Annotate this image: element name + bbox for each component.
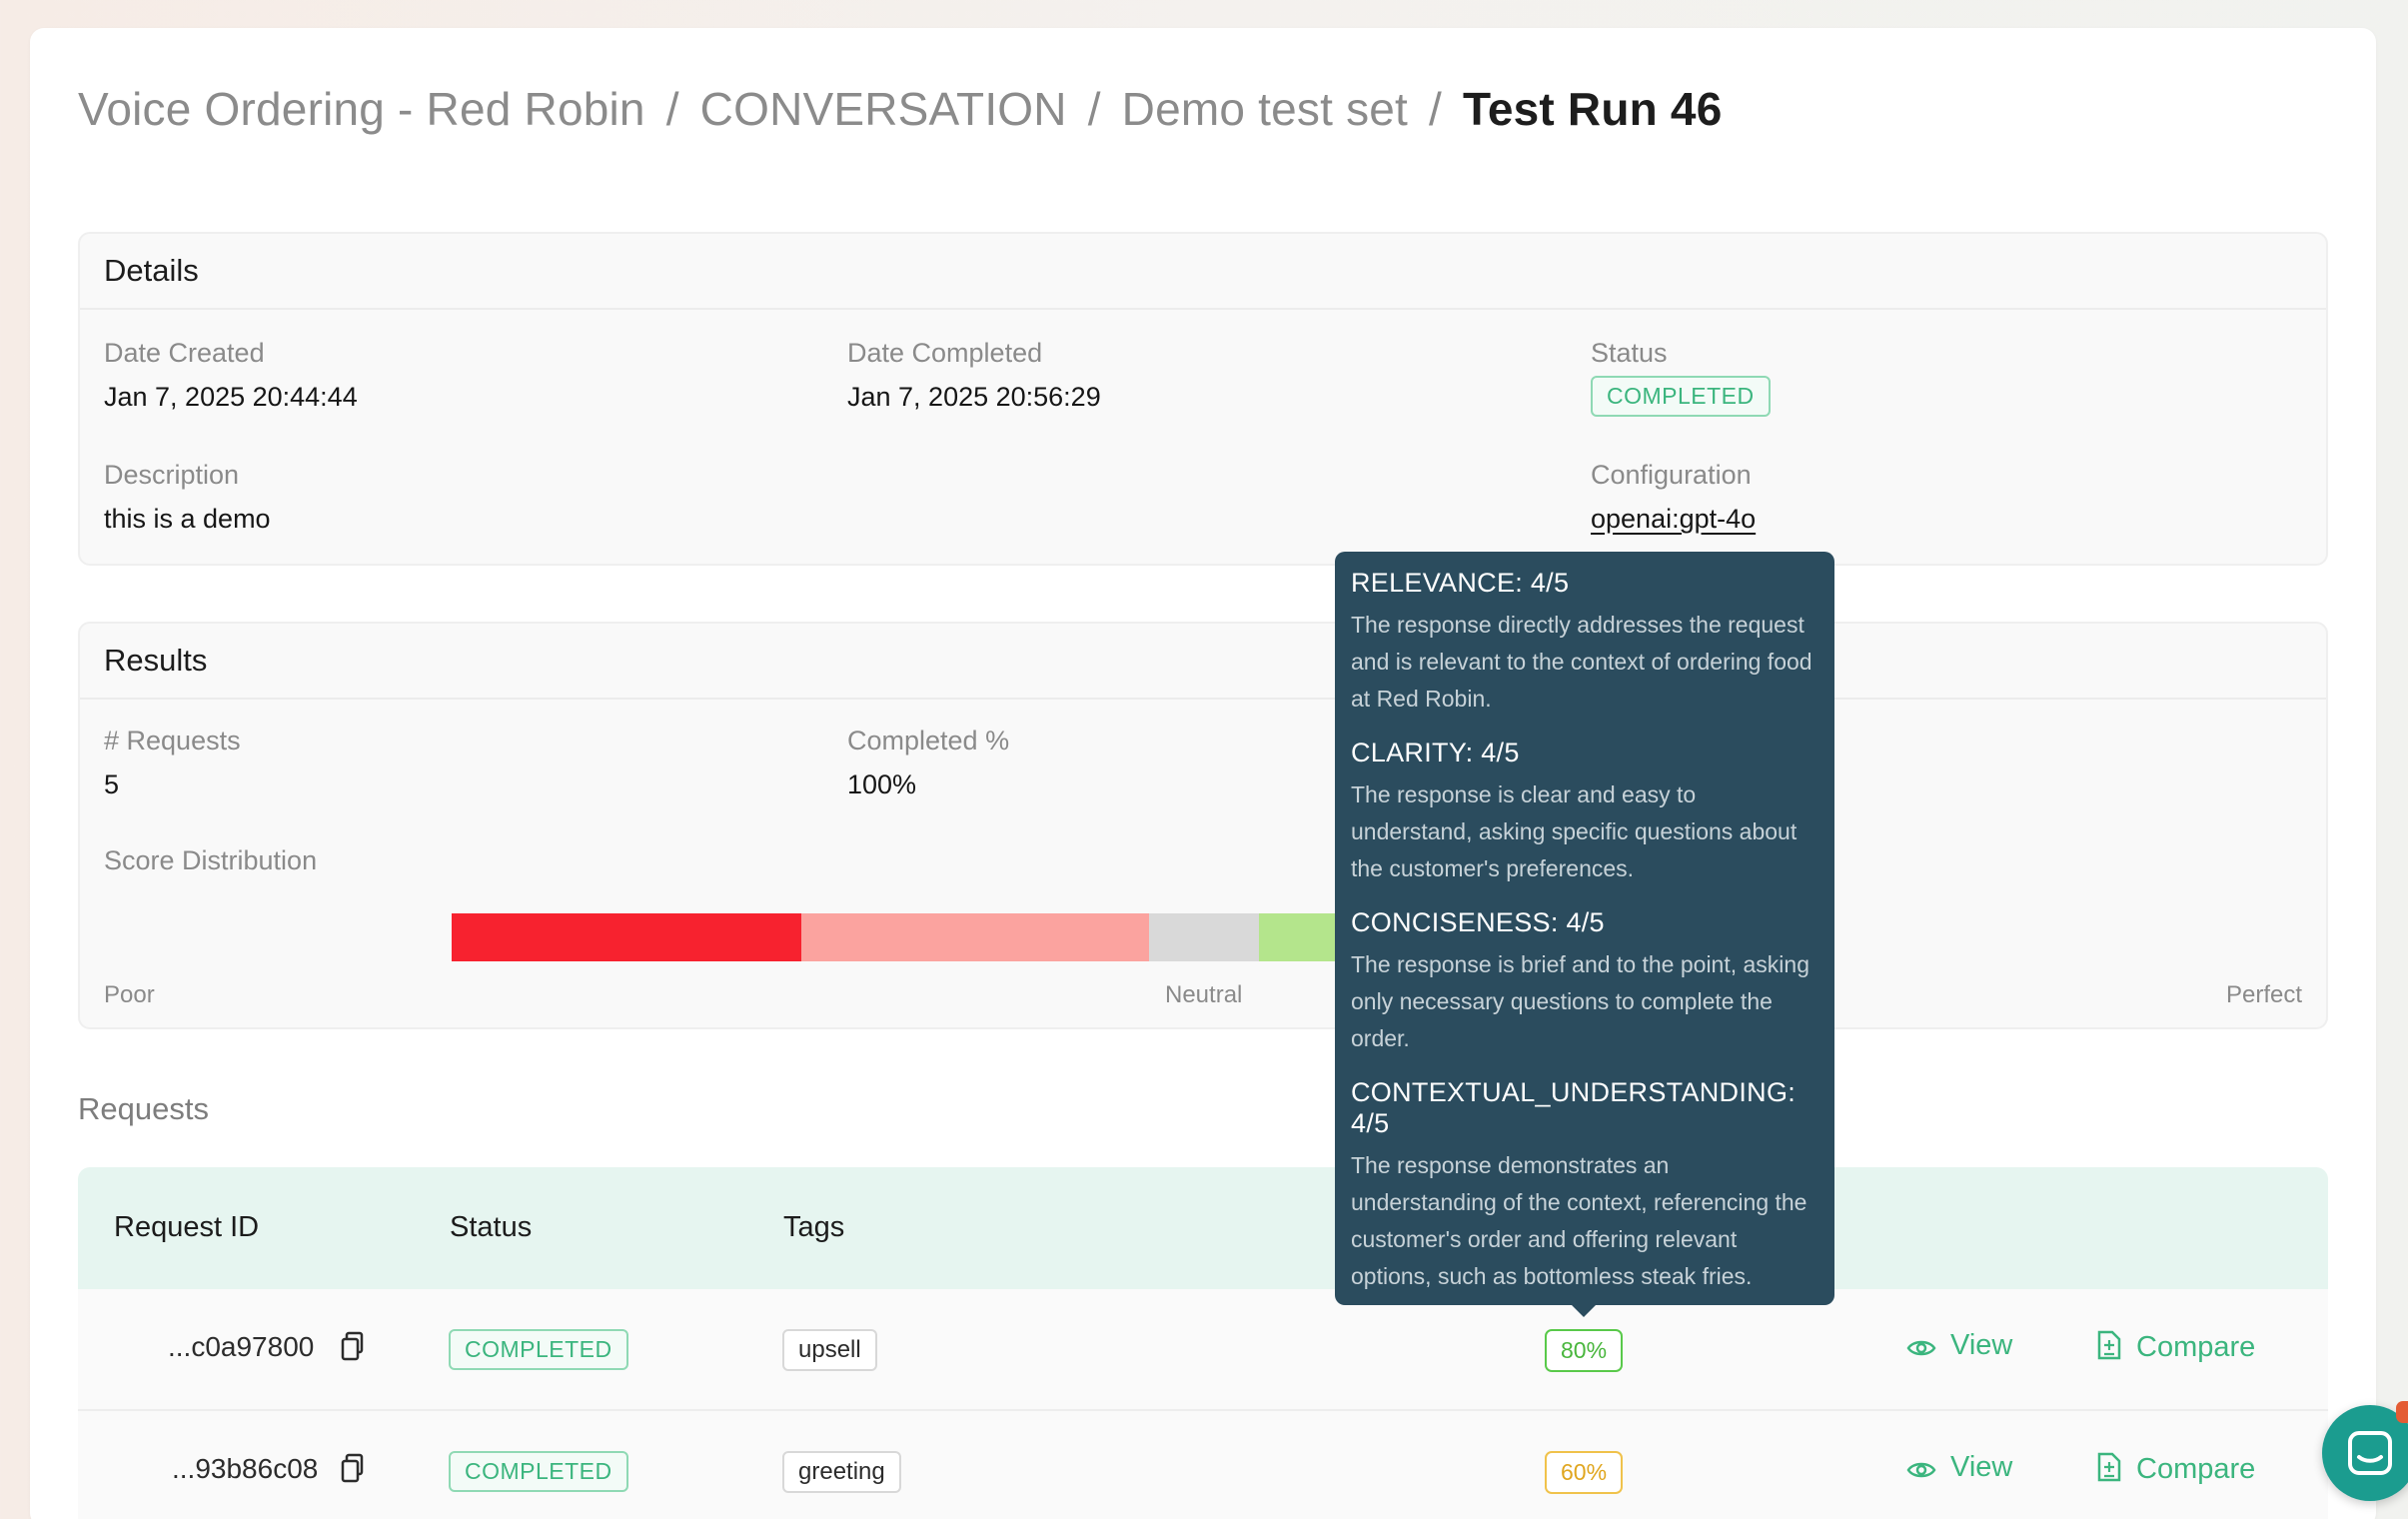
- details-title: Details: [80, 234, 2326, 310]
- tooltip-item: CLARITY: 4/5 The response is clear and e…: [1351, 738, 1818, 887]
- eye-icon: [1906, 1462, 1936, 1478]
- view-label: View: [1950, 1451, 2013, 1483]
- compare-label: Compare: [2136, 1331, 2256, 1363]
- tooltip-item-title: CONCISENESS: 4/5: [1351, 907, 1605, 937]
- breadcrumb-separator: /: [1087, 83, 1101, 135]
- distribution-segment-below: [801, 913, 1149, 961]
- view-button[interactable]: View: [1906, 1329, 2012, 1362]
- score-badge[interactable]: 80%: [1545, 1329, 1624, 1372]
- date-completed-label: Date Completed: [847, 338, 1043, 368]
- tooltip-item-title: RELEVANCE: 4/5: [1351, 568, 1570, 598]
- eye-icon: [1906, 1340, 1936, 1356]
- scale-poor-label: Poor: [104, 981, 155, 1008]
- compare-document-icon: [2097, 1452, 2121, 1482]
- score-distribution-label: Score Distribution: [104, 845, 318, 875]
- breadcrumb-separator: /: [665, 83, 679, 135]
- view-label: View: [1950, 1329, 2013, 1361]
- status-badge: COMPLETED: [449, 1329, 628, 1370]
- copy-icon[interactable]: [340, 1453, 366, 1483]
- chat-widget-button[interactable]: [2322, 1405, 2408, 1501]
- completed-percent-value: 100%: [847, 769, 917, 799]
- date-completed-value: Jan 7, 2025 20:56:29: [847, 382, 1101, 412]
- page-title: Test Run 46: [1462, 83, 1723, 135]
- copy-icon[interactable]: [340, 1331, 366, 1361]
- compare-button[interactable]: Compare: [2096, 1329, 2255, 1364]
- requests-count-value: 5: [104, 769, 120, 799]
- results-title: Results: [80, 624, 2326, 700]
- breadcrumb-project[interactable]: Voice Ordering - Red Robin: [78, 83, 645, 135]
- request-id: ...93b86c08: [172, 1453, 319, 1484]
- distribution-segment-neutral: [1149, 913, 1259, 961]
- tooltip-item-title: CLARITY: 4/5: [1351, 738, 1520, 767]
- tooltip-item: RELEVANCE: 4/5 The response directly add…: [1351, 568, 1818, 718]
- column-status: Status: [450, 1211, 533, 1243]
- details-panel: Details Date Created Jan 7, 2025 20:44:4…: [78, 232, 2328, 566]
- notification-dot: [2396, 1401, 2408, 1423]
- tag-chip: greeting: [782, 1451, 901, 1493]
- tooltip-item-title: CONTEXTUAL_UNDERSTANDING: 4/5: [1351, 1077, 1797, 1138]
- status-badge: COMPLETED: [1591, 376, 1771, 417]
- tag-chip: upsell: [782, 1329, 877, 1371]
- requests-table-header: Request ID Status Tags: [78, 1167, 2328, 1289]
- configuration-label: Configuration: [1591, 460, 1752, 490]
- tooltip-item-description: The response demonstrates an understandi…: [1351, 1152, 1807, 1289]
- request-id: ...c0a97800: [168, 1331, 315, 1362]
- status-label: Status: [1591, 338, 1668, 368]
- column-tags: Tags: [783, 1211, 845, 1243]
- table-row: ...93b86c08 COMPLETED greeting 60% View …: [78, 1411, 2328, 1519]
- tooltip-item-description: The response is clear and easy to unders…: [1351, 781, 1798, 881]
- description-label: Description: [104, 460, 240, 490]
- compare-document-icon: [2097, 1330, 2121, 1360]
- chat-icon: [2348, 1431, 2392, 1475]
- description-value: this is a demo: [104, 504, 271, 534]
- breadcrumb: Voice Ordering - Red Robin / CONVERSATIO…: [78, 82, 1723, 136]
- column-request-id: Request ID: [114, 1211, 260, 1243]
- scale-perfect-label: Perfect: [2225, 981, 2302, 1008]
- score-tooltip: RELEVANCE: 4/5 The response directly add…: [1335, 552, 1834, 1317]
- tooltip-item: CONTEXTUAL_UNDERSTANDING: 4/5 The respon…: [1351, 1077, 1818, 1295]
- tooltip-arrow: [1571, 1304, 1597, 1317]
- breadcrumb-type[interactable]: CONVERSATION: [699, 83, 1067, 135]
- breadcrumb-test-set[interactable]: Demo test set: [1121, 83, 1409, 135]
- completed-percent-label: Completed %: [847, 726, 1010, 756]
- configuration-link[interactable]: openai:gpt-4o: [1591, 504, 1757, 534]
- status-badge: COMPLETED: [449, 1451, 628, 1492]
- tooltip-item-description: The response is brief and to the point, …: [1351, 951, 1810, 1051]
- score-badge[interactable]: 60%: [1545, 1451, 1624, 1494]
- scale-neutral-label: Neutral: [1165, 981, 1243, 1008]
- date-created-value: Jan 7, 2025 20:44:44: [104, 382, 358, 412]
- requests-section-title: Requests: [78, 1091, 209, 1126]
- distribution-segment-poor: [452, 913, 801, 961]
- date-created-label: Date Created: [104, 338, 265, 368]
- compare-button[interactable]: Compare: [2096, 1451, 2255, 1486]
- requests-count-label: # Requests: [104, 726, 241, 756]
- tooltip-item-description: The response directly addresses the requ…: [1351, 612, 1812, 712]
- breadcrumb-separator: /: [1429, 83, 1442, 135]
- view-button[interactable]: View: [1906, 1451, 2012, 1484]
- table-row: ...c0a97800 COMPLETED upsell 80% View Co…: [78, 1289, 2328, 1411]
- compare-label: Compare: [2136, 1453, 2256, 1485]
- tooltip-item: CONCISENESS: 4/5 The response is brief a…: [1351, 907, 1818, 1057]
- results-panel: Results # Requests 5 Completed % 100% Sc…: [78, 622, 2328, 1029]
